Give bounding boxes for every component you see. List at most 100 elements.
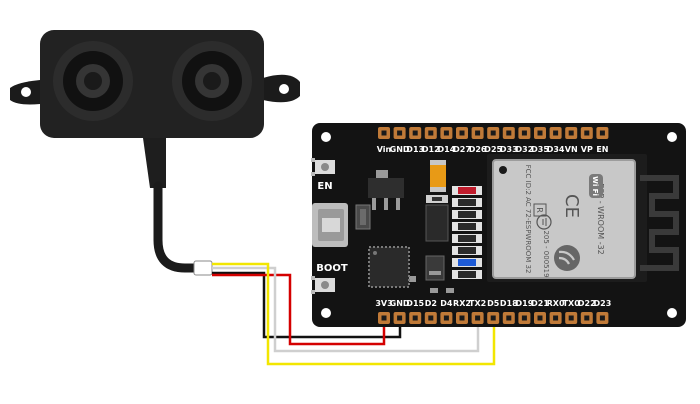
top-pin-header [378, 127, 609, 139]
pin-label-bottom-d19: D19 [516, 299, 534, 308]
pin-label-bottom-rx0: RX0 [547, 299, 565, 308]
smd-resistor [452, 210, 482, 219]
boot-label: BOOT [316, 263, 348, 274]
header-pin-bottom-tx0 [565, 312, 578, 324]
header-pin-bottom-d18 [502, 312, 515, 324]
header-pin-bottom-d22 [580, 312, 593, 324]
pin-label-bottom-tx2: TX2 [469, 299, 486, 308]
wire-white [212, 266, 480, 353]
header-pin-bottom-rx0 [549, 312, 562, 324]
header-pin-bottom-d21 [534, 312, 546, 324]
pin-label-top-d34: D34 [547, 145, 565, 154]
header-pin-top-d26 [471, 127, 484, 139]
header-pin-top-d13 [409, 127, 422, 139]
pin-label-top-d35: D35 [531, 145, 549, 154]
esp-wroom-module: FCC ID:2 AC 72-ESPWROOM 32 R 205 - 00051… [487, 154, 679, 282]
pin-label-bottom-d4: D4 [440, 299, 453, 308]
header-pin-bottom-d15 [409, 312, 422, 324]
wires [212, 262, 496, 366]
header-pin-bottom-d5 [487, 312, 500, 324]
smd-resistor [452, 222, 482, 231]
usb-port[interactable] [312, 203, 348, 247]
wifi-badge: Wi Fi [589, 174, 603, 198]
ce-mark: CE [561, 194, 582, 218]
pin-label-top-d14: D14 [438, 145, 456, 154]
svg-text:Wi Fi: Wi Fi [591, 176, 599, 196]
pin-label-bottom-d15: D15 [406, 299, 424, 308]
module-model-text: ESP - WROOM -32 [596, 183, 605, 255]
mounting-holes [321, 132, 677, 318]
header-pin-top-vin [378, 127, 390, 139]
smd-resistor [452, 186, 482, 195]
en-button[interactable] [311, 158, 335, 176]
smd-resistor [452, 234, 482, 243]
pin-label-bottom-d23: D23 [594, 299, 612, 308]
pin-label-bottom-d5: D5 [487, 299, 500, 308]
pin-label-top-vp: VP [581, 145, 593, 154]
pin-label-bottom-tx0: TX0 [563, 299, 581, 308]
pin-label-bottom-rx2: RX2 [453, 299, 471, 308]
boot-button[interactable] [311, 276, 335, 294]
pin-label-top-gnd: GND [390, 145, 410, 154]
header-pin-bottom-d23 [596, 312, 609, 324]
module-cert-text: 205 - 000519 [542, 230, 550, 277]
header-pin-top-d32 [518, 127, 531, 139]
smd-resistor [452, 246, 482, 255]
pcb-antenna [640, 175, 679, 271]
header-pin-top-gnd [393, 127, 406, 139]
bottom-pin-header [378, 312, 609, 324]
en-label: EN [317, 181, 332, 192]
header-pin-top-d14 [440, 127, 453, 139]
r-mark: R [535, 207, 544, 213]
pin-label-top-en: EN [596, 145, 608, 154]
pin-label-bottom-d2: D2 [425, 299, 437, 308]
pin-label-bottom-d21: D21 [531, 299, 549, 308]
pin-label-top-d13: D13 [406, 145, 424, 154]
smd-components [355, 195, 454, 293]
resistor-array [452, 186, 482, 279]
pin1-marker [499, 166, 507, 174]
sensor-cable [153, 181, 201, 273]
wire-red [212, 273, 386, 346]
pin-label-bottom-d22: D22 [578, 299, 596, 308]
header-pin-top-d27 [456, 127, 468, 139]
header-pin-bottom-d2 [424, 312, 437, 324]
header-pin-top-d12 [424, 127, 437, 139]
usb-uart-chip [368, 246, 410, 288]
smd-resistor [452, 258, 482, 267]
smd-resistor [452, 270, 482, 279]
ground-symbol [536, 214, 552, 230]
header-pin-bottom-d4 [440, 312, 453, 324]
espressif-logo [554, 245, 580, 271]
sensor-strain-relief [143, 138, 166, 188]
sensor-lens-right [172, 41, 252, 121]
pin-label-top-d33: D33 [500, 145, 518, 154]
pin-label-top-vn: VN [565, 145, 578, 154]
wire-yellow [212, 262, 496, 366]
header-pin-top-d34 [549, 127, 562, 139]
header-pin-top-d25 [487, 127, 500, 139]
capacitor [430, 160, 446, 192]
pin-label-top-d25: D25 [484, 145, 502, 154]
wire-black [212, 271, 402, 339]
pin-label-top-d27: D27 [453, 145, 471, 154]
pin-label-bottom-d18: D18 [500, 299, 518, 308]
header-pin-top-vn [565, 127, 578, 139]
pin-label-bottom-gnd: GND [390, 299, 410, 308]
header-pin-top-d35 [534, 127, 546, 139]
pin-label-top-d26: D26 [469, 145, 487, 154]
pin-label-top-d32: D32 [516, 145, 534, 154]
pin-label-bottom-3v3: 3V3 [375, 299, 392, 308]
distance-sensor [10, 30, 300, 276]
module-fcc-text: FCC ID:2 AC 72-ESPWROOM 32 [524, 165, 532, 274]
pin-label-top-vin: Vin [377, 145, 392, 154]
header-pin-bottom-3v3 [378, 312, 390, 324]
smd-resistor [452, 198, 482, 207]
r-mark-box [533, 203, 547, 217]
header-pin-top-vp [580, 127, 593, 139]
header-pin-top-en [596, 127, 609, 139]
